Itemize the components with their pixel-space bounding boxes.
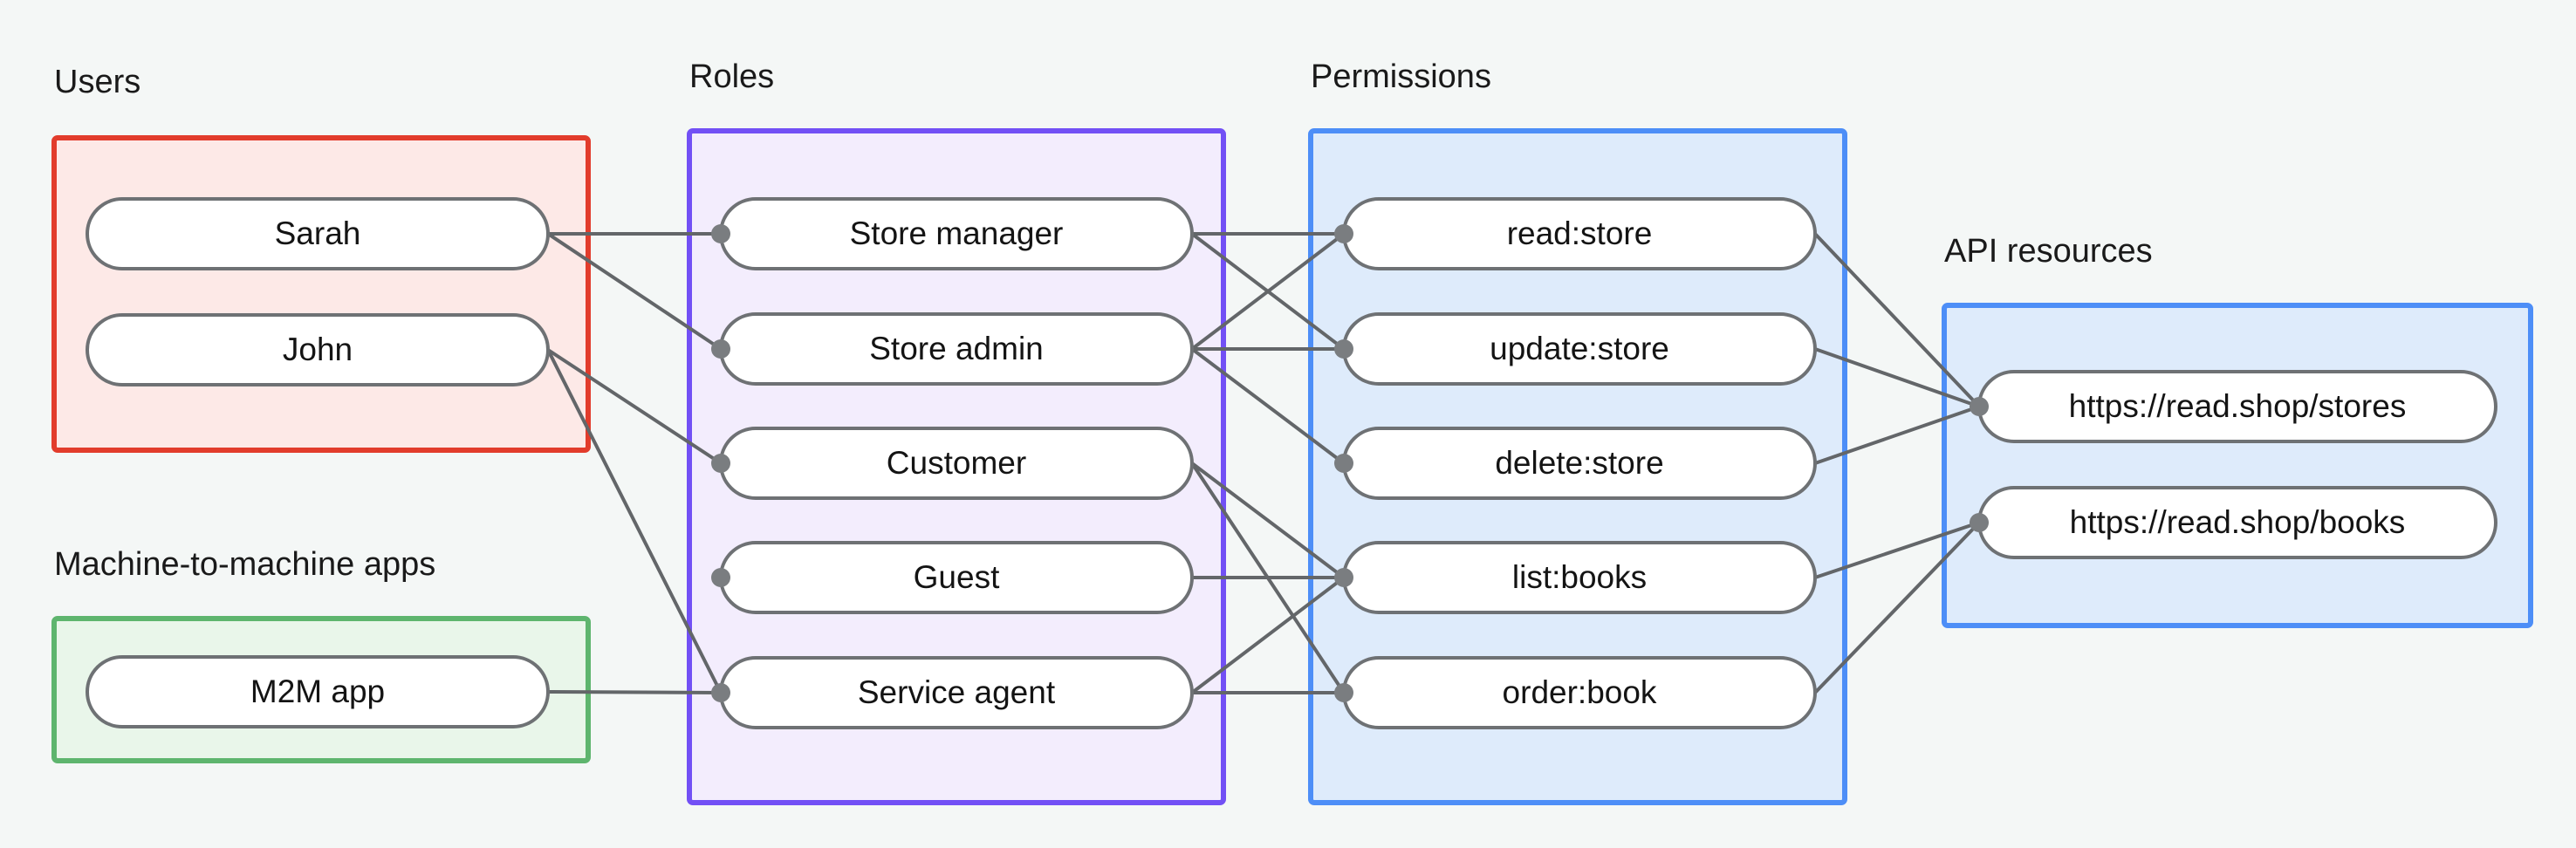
edge-endpoint-dot-order-book (1334, 683, 1353, 702)
group-title-m2m: Machine-to-machine apps (54, 546, 435, 583)
node-label-m2mapp: M2M app (250, 674, 385, 709)
node-label-delete-store: delete:store (1495, 445, 1663, 481)
node-label-read-shop-stores: https://read.shop/stores (2069, 388, 2407, 424)
node-label-john: John (283, 332, 353, 367)
edge-service-agent-to-list-books (1190, 576, 1346, 694)
edge-store-admin-to-read-store (1190, 232, 1346, 351)
edge-dots-layer (711, 224, 1989, 702)
node-john[interactable] (86, 313, 550, 386)
node-label-update-store: update:store (1490, 331, 1669, 366)
group-title-permissions: Permissions (1311, 58, 1491, 95)
node-label-list-books: list:books (1512, 559, 1647, 595)
node-label-store-admin: Store admin (869, 331, 1044, 366)
edge-m2mapp-to-service-agent (547, 690, 722, 694)
group-title-api-resources: API resources (1944, 233, 2153, 270)
edge-endpoint-dot-update-store (1334, 339, 1353, 359)
edge-read-store-to-read-shop-stores (1813, 232, 1981, 408)
edge-sarah-to-store-admin (546, 232, 723, 351)
node-label-sarah: Sarah (275, 215, 361, 251)
edge-endpoint-dot-guest (711, 568, 730, 587)
edge-endpoint-dot-store-admin (711, 339, 730, 359)
edge-john-to-service-agent (546, 349, 723, 694)
node-label-store-manager: Store manager (850, 215, 1064, 251)
node-label-customer: Customer (887, 445, 1026, 481)
node-m2mapp[interactable] (86, 655, 550, 728)
edge-endpoint-dot-list-books (1334, 568, 1353, 587)
edge-endpoint-dot-service-agent (711, 683, 730, 702)
edge-endpoint-dot-delete-store (1334, 454, 1353, 473)
node-label-read-shop-books: https://read.shop/books (2070, 504, 2406, 540)
group-container-api-resources (1942, 303, 2533, 628)
edges-layer (546, 232, 1981, 694)
edge-endpoint-dot-store-manager (711, 224, 730, 243)
edge-delete-store-to-read-shop-stores (1814, 405, 1980, 465)
edge-endpoint-dot-read-shop-stores (1970, 397, 1989, 416)
edge-john-to-customer (546, 348, 723, 465)
edge-store-admin-to-delete-store (1190, 347, 1346, 465)
node-label-read-store: read:store (1507, 215, 1653, 251)
edge-customer-to-list-books (1190, 462, 1346, 579)
group-title-roles: Roles (689, 58, 774, 95)
group-container-users (51, 135, 591, 453)
edge-order-book-to-read-shop-books (1813, 521, 1981, 694)
node-label-service-agent: Service agent (858, 674, 1056, 710)
node-sarah[interactable] (86, 197, 550, 270)
edge-endpoint-dot-customer (711, 454, 730, 473)
group-title-users: Users (54, 64, 140, 100)
node-label-order-book: order:book (1503, 674, 1657, 710)
node-label-guest: Guest (914, 559, 1000, 595)
edge-endpoint-dot-read-shop-books (1970, 513, 1989, 532)
edge-list-books-to-read-shop-books (1814, 521, 1980, 579)
edge-endpoint-dot-read-store (1334, 224, 1353, 243)
edge-update-store-to-read-shop-stores (1814, 347, 1980, 408)
